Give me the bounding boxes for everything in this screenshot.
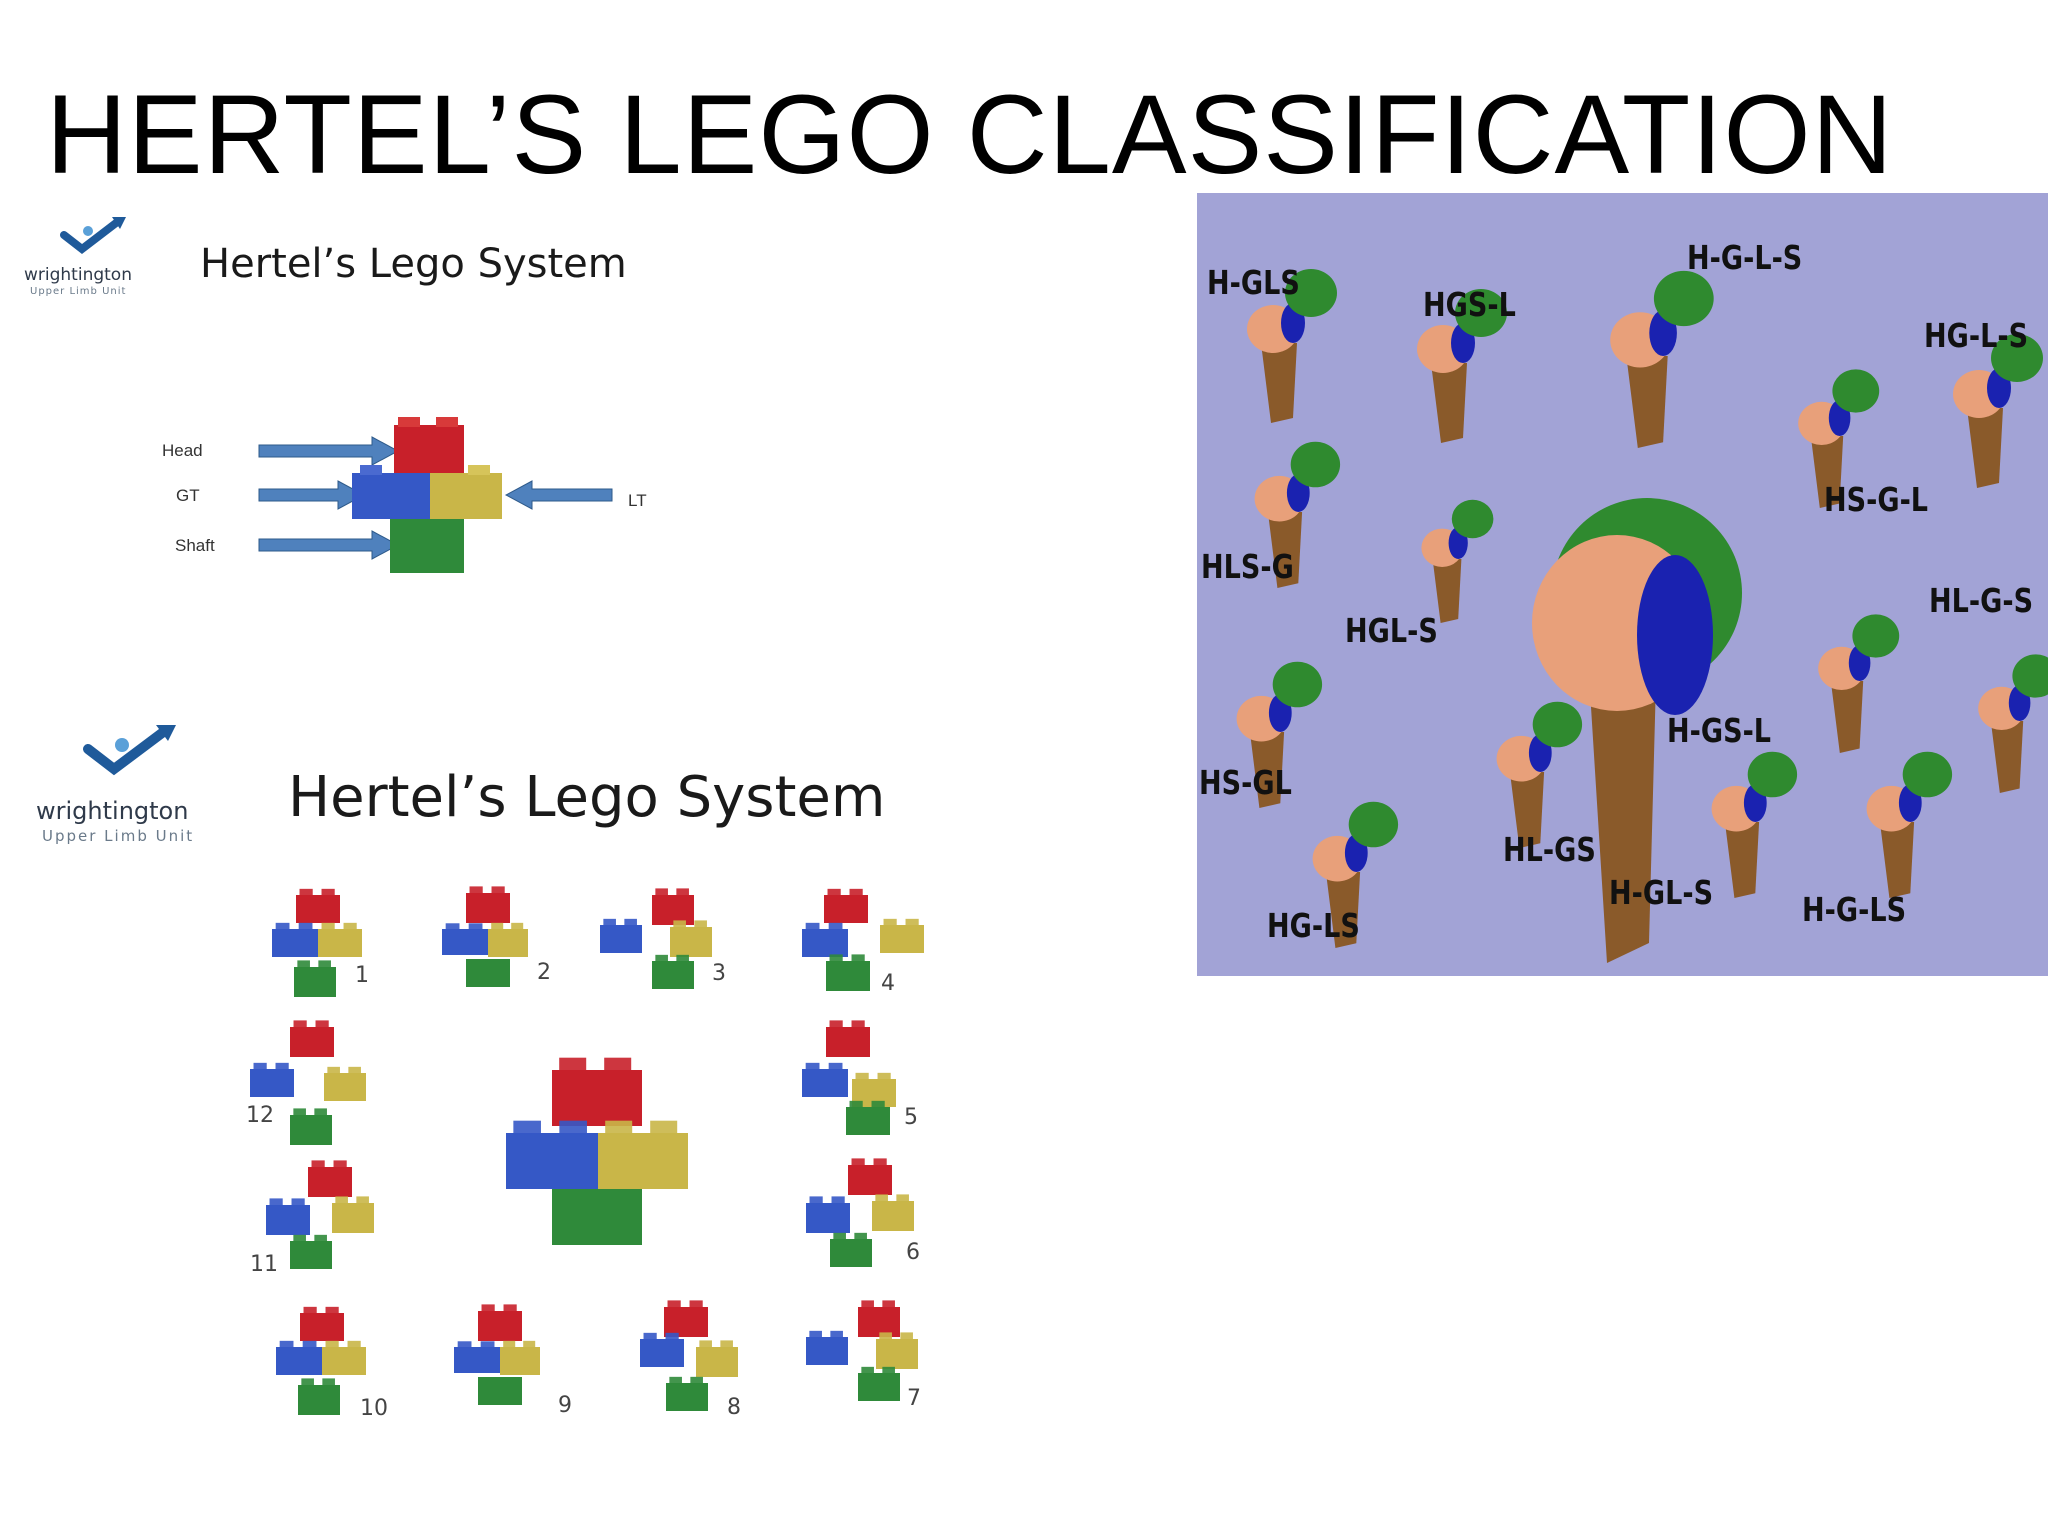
lego-gt-brick <box>352 465 430 519</box>
humerus-central <box>1532 498 1742 963</box>
logo-check-icon <box>60 217 126 255</box>
combo-number-9: 9 <box>558 1393 572 1418</box>
logo-subtitle: Upper Limb Unit <box>30 286 127 297</box>
humerus-fragment-11 <box>1496 701 1583 848</box>
humerus-fragment-13 <box>1866 751 1953 898</box>
humerus-fragment-6 <box>1254 441 1341 588</box>
pattern-label: HL-G-S <box>1929 581 2034 620</box>
humerus-fragment-5 <box>1798 369 1880 508</box>
humerus-fragment-7 <box>1421 499 1494 623</box>
label-gt: GT <box>176 486 200 505</box>
top-slide: wrightington Upper Limb Unit Hertel’s Le… <box>0 205 700 605</box>
combo-number-11: 11 <box>250 1252 278 1277</box>
humerus-fragment-1 <box>1247 269 1337 423</box>
combo-number-7: 7 <box>907 1386 921 1411</box>
humerus-fragment-4 <box>1953 334 2043 488</box>
humerus-fragment-9 <box>1818 614 1900 753</box>
lego-shaft-brick <box>390 519 464 573</box>
lego-lt-brick <box>430 465 502 519</box>
logo-check-icon <box>83 725 176 776</box>
pattern-label: H-GL-S <box>1609 873 1714 912</box>
pattern-label: HL-GS <box>1503 830 1596 869</box>
lego-combo-3 <box>600 888 712 989</box>
logo-name: wrightington <box>24 265 132 285</box>
pattern-label: HS-GL <box>1199 763 1292 802</box>
pattern-label: H-GLS <box>1207 263 1300 302</box>
arrow-lt <box>504 480 613 510</box>
pattern-label: HLS-G <box>1201 547 1294 586</box>
lego-combo-11 <box>266 1160 374 1269</box>
combo-number-2: 2 <box>537 960 551 985</box>
logo-name: wrightington <box>36 797 189 825</box>
logo-subtitle: Upper Limb Unit <box>42 827 195 845</box>
pattern-label: H-G-LS <box>1802 890 1907 929</box>
lego-combo-8 <box>640 1300 738 1411</box>
combo-number-8: 8 <box>727 1395 741 1420</box>
lego-combo-7 <box>806 1300 918 1401</box>
pattern-label: HG-LS <box>1267 906 1360 945</box>
humerus-fragment-2 <box>1417 289 1507 443</box>
slide-title: Hertel’s Lego System <box>200 241 627 287</box>
slide-title: Hertel’s Lego System <box>288 765 886 830</box>
combo-number-6: 6 <box>906 1240 920 1265</box>
label-shaft: Shaft <box>175 536 215 555</box>
humerus-fragment-12 <box>1711 751 1798 898</box>
label-head: Head <box>162 441 203 460</box>
pattern-label: H-G-L-S <box>1687 238 1803 277</box>
combo-number-12: 12 <box>246 1103 274 1128</box>
humerus-fragment-8 <box>1978 654 2048 793</box>
lego-combo-6 <box>806 1158 914 1267</box>
lego-combo-1 <box>272 888 362 997</box>
pattern-label: HG-L-S <box>1924 316 2029 355</box>
lego-combo-4 <box>802 888 924 991</box>
lego-combo-12 <box>250 1020 366 1145</box>
lego-combo-center <box>506 1057 688 1245</box>
combo-number-10: 10 <box>360 1396 388 1421</box>
lego-combo-5 <box>802 1020 896 1135</box>
bottom-slide: wrightington Upper Limb Unit Hertel’s Le… <box>0 705 960 1536</box>
combo-number-1: 1 <box>355 963 369 988</box>
arrow-head <box>258 436 400 466</box>
lego-parts-diagram <box>258 417 613 573</box>
wrightington-logo: wrightington Upper Limb Unit <box>24 213 144 303</box>
combo-number-4: 4 <box>881 971 895 996</box>
humerus-fragment-14 <box>1312 801 1399 948</box>
pattern-label: HGL-S <box>1345 611 1438 650</box>
wrightington-logo: wrightington Upper Limb Unit <box>34 719 204 845</box>
lego-combo-9 <box>454 1304 540 1405</box>
page-title: HERTEL’S LEGO CLASSIFICATION <box>46 72 1894 197</box>
lego-combinations-grid <box>250 886 924 1415</box>
arrow-shaft <box>258 530 400 560</box>
combo-number-3: 3 <box>712 961 726 986</box>
pattern-label: H-GS-L <box>1667 711 1772 750</box>
fracture-illustrations <box>1236 269 2048 963</box>
humerus-fragment-10 <box>1236 661 1323 808</box>
combo-number-5: 5 <box>904 1105 918 1130</box>
lego-head-brick <box>394 417 464 473</box>
arrow-gt <box>258 480 366 510</box>
fracture-patterns-panel: H-GLS HGS-L H-G-L-S HG-L-S HS-G-L HLS-G … <box>1197 193 2048 976</box>
humerus-fragment-3 <box>1610 270 1714 448</box>
pattern-label: HS-G-L <box>1824 480 1929 519</box>
label-lt: LT <box>628 491 647 510</box>
lego-combo-10 <box>276 1306 366 1415</box>
pattern-label: HGS-L <box>1423 285 1516 324</box>
lego-combo-2 <box>442 886 528 987</box>
